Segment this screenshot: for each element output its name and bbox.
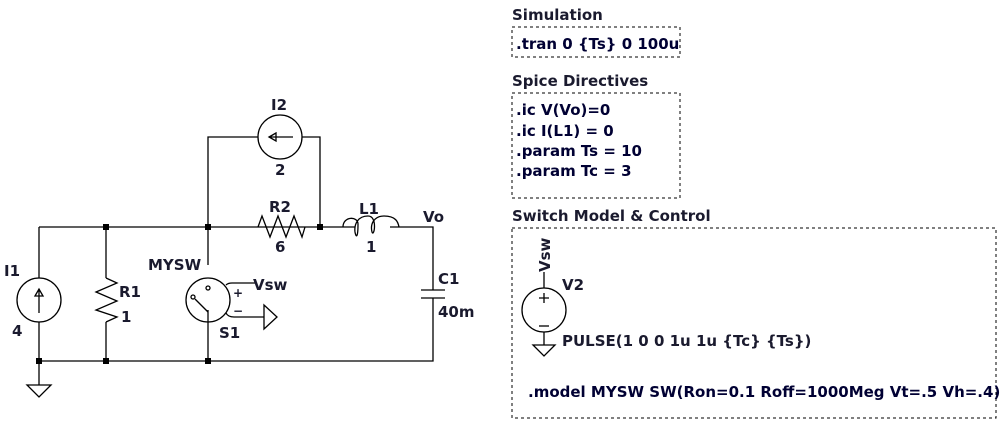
switch-icon bbox=[185, 277, 231, 323]
v2-net-label: Vsw bbox=[536, 237, 554, 272]
junction-dot bbox=[36, 358, 42, 364]
ground-icon bbox=[531, 344, 557, 357]
resistor-r1[interactable]: R1 1 bbox=[94, 277, 141, 326]
spice-directives-box[interactable] bbox=[511, 92, 681, 199]
directive-line[interactable]: .ic I(L1) = 0 bbox=[516, 122, 614, 140]
switch-model-title: Switch Model & Control bbox=[512, 207, 711, 225]
resistor-icon bbox=[94, 277, 119, 323]
s1-control-net-label: Vsw bbox=[253, 276, 288, 294]
wires bbox=[38, 136, 434, 385]
capacitor-icon bbox=[421, 289, 445, 299]
current-source-i1[interactable]: I1 4 bbox=[4, 262, 62, 340]
switch-blade bbox=[194, 298, 209, 313]
current-source-icon bbox=[257, 114, 303, 160]
net-label-vo: Vo bbox=[423, 208, 444, 226]
simulation-directive-box[interactable] bbox=[511, 26, 681, 58]
directive-line[interactable]: .param Ts = 10 bbox=[516, 142, 642, 160]
i2-value: 2 bbox=[275, 161, 285, 179]
spice-directives-title: Spice Directives bbox=[512, 72, 648, 90]
arrow-left-icon bbox=[267, 131, 293, 143]
c1-value: 40m bbox=[438, 303, 475, 321]
switch-model-box bbox=[511, 227, 997, 419]
junction-dot bbox=[317, 224, 323, 230]
voltage-source-icon bbox=[521, 287, 567, 333]
tran-directive[interactable]: .tran 0 {Ts} 0 100u bbox=[516, 35, 679, 53]
plus-icon bbox=[539, 293, 549, 303]
voltage-source-v2[interactable]: Vsw V2 PULSE(1 0 0 1u 1u {Tc} {Ts}) bbox=[521, 237, 811, 357]
v2-name: V2 bbox=[562, 276, 584, 294]
s1-name: S1 bbox=[219, 324, 240, 342]
s1-minus: − bbox=[233, 304, 243, 318]
i2-name: I2 bbox=[271, 96, 287, 114]
r1-name: R1 bbox=[119, 283, 141, 301]
s1-model: MYSW bbox=[148, 256, 202, 274]
wire-bottom-rail[interactable] bbox=[39, 298, 434, 362]
resistor-r2[interactable]: R2 6 bbox=[257, 198, 306, 256]
switch-contact bbox=[190, 294, 196, 300]
l1-name: L1 bbox=[359, 200, 379, 218]
switch-contact bbox=[205, 285, 211, 291]
s1-plus: + bbox=[233, 286, 243, 300]
switch-s1[interactable]: + − Vsw MYSW S1 bbox=[148, 256, 288, 342]
junctions bbox=[36, 224, 323, 364]
simulation-title: Simulation bbox=[512, 6, 603, 24]
arrow-up-icon bbox=[33, 287, 45, 313]
current-source-icon bbox=[16, 277, 62, 323]
wire-i2-right[interactable] bbox=[302, 136, 321, 227]
i1-value: 4 bbox=[12, 322, 22, 340]
current-source-i2[interactable]: I2 2 bbox=[257, 96, 303, 179]
r2-value: 6 bbox=[275, 238, 285, 256]
ground-icon bbox=[263, 303, 278, 331]
junction-dot bbox=[205, 224, 211, 230]
l1-value: 1 bbox=[366, 238, 376, 256]
directive-line[interactable]: .ic V(Vo)=0 bbox=[516, 101, 610, 119]
r1-value: 1 bbox=[121, 308, 131, 326]
c1-name: C1 bbox=[438, 270, 459, 288]
junction-dot bbox=[103, 224, 109, 230]
ground-icon bbox=[25, 384, 53, 398]
model-directive[interactable]: .model MYSW SW(Ron=0.1 Roff=1000Meg Vt=.… bbox=[528, 383, 1000, 401]
r2-name: R2 bbox=[269, 198, 291, 216]
wire-s1-ctrl-minus[interactable] bbox=[225, 312, 264, 318]
wire-i2-left[interactable] bbox=[207, 136, 258, 227]
wire-vo[interactable] bbox=[390, 226, 434, 290]
directive-line[interactable]: .param Tc = 3 bbox=[516, 162, 632, 180]
i1-name: I1 bbox=[4, 262, 20, 280]
v2-value[interactable]: PULSE(1 0 0 1u 1u {Tc} {Ts}) bbox=[562, 332, 811, 350]
resistor-icon bbox=[257, 214, 306, 240]
junction-dot bbox=[205, 358, 211, 364]
inductor-icon bbox=[342, 215, 400, 237]
wire-s1-ctrl-plus[interactable] bbox=[225, 282, 255, 286]
inductor-l1[interactable]: L1 1 bbox=[342, 200, 400, 256]
junction-dot bbox=[103, 358, 109, 364]
capacitor-c1[interactable]: C1 40m bbox=[421, 270, 475, 321]
